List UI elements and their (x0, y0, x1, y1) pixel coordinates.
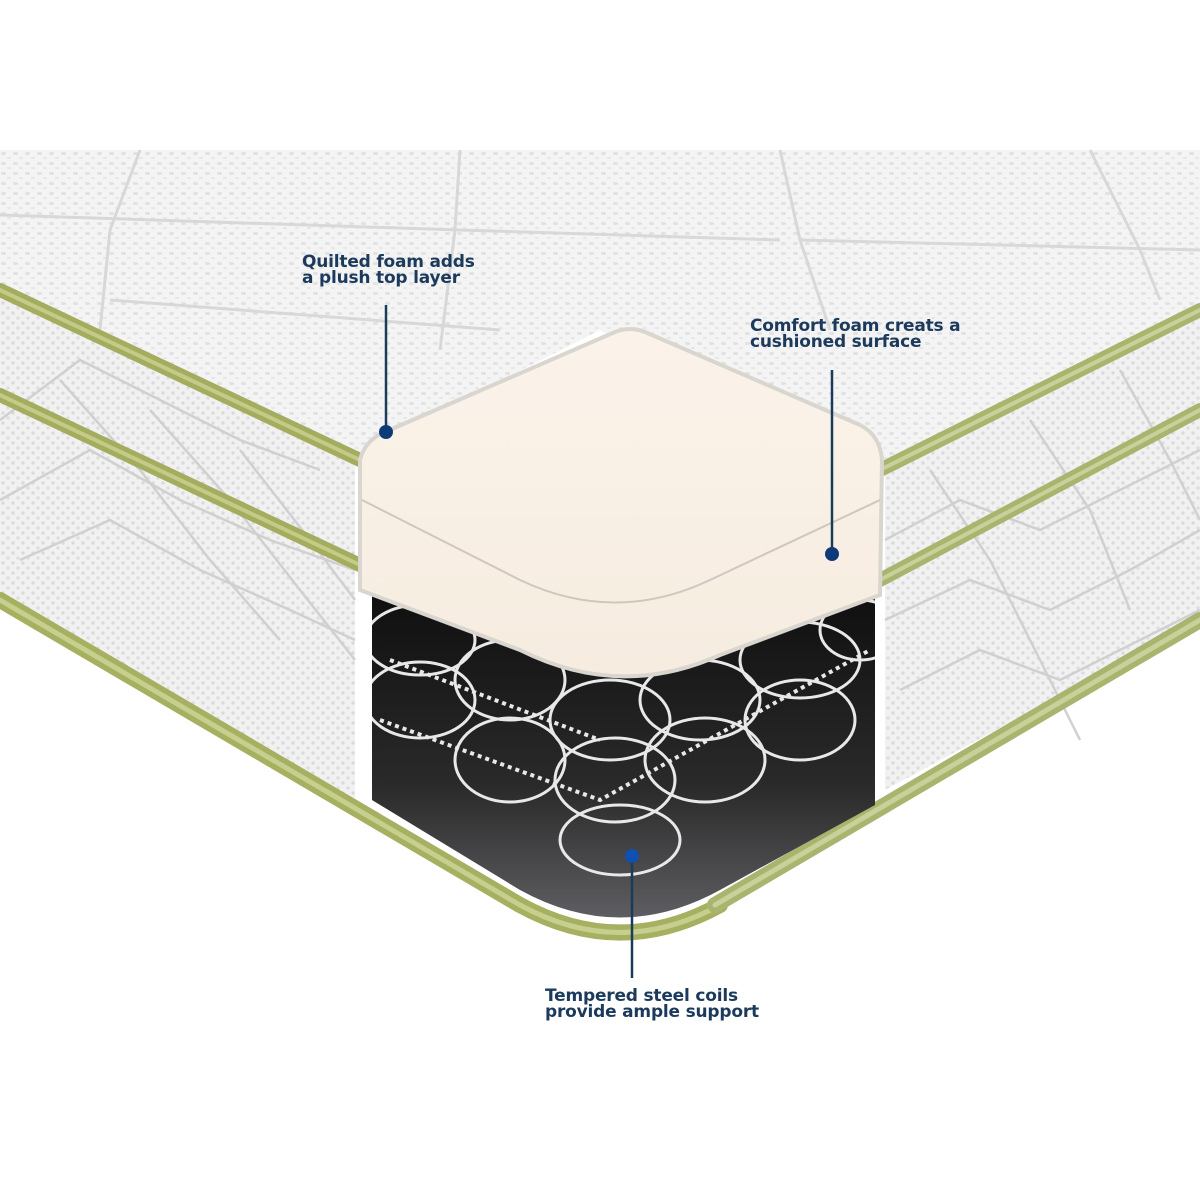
callout-steel-coils: Tempered steel coils provide ample suppo… (545, 986, 759, 1022)
callout-quilted-foam: Quilted foam adds a plush top layer (302, 252, 475, 288)
callout-quilted-foam-line1: Quilted foam adds (302, 252, 475, 272)
callout-steel-coils-line1: Tempered steel coils (545, 986, 738, 1006)
green-piping-left (0, 283, 728, 941)
quilted-top-surface (0, 150, 1200, 470)
callout-comfort-foam: Comfort foam creats a cushioned surface (750, 316, 961, 352)
callout-comfort-foam-line2: cushioned surface (750, 332, 922, 352)
callout-quilted-foam-line2: a plush top layer (302, 268, 460, 288)
callout-comfort-foam-line1: Comfort foam creats a (750, 316, 961, 336)
steel-coil-section (372, 590, 875, 918)
green-piping-right (707, 303, 1200, 913)
callout-steel-coils-line2: provide ample support (545, 1002, 759, 1022)
callout-markers (379, 305, 839, 978)
